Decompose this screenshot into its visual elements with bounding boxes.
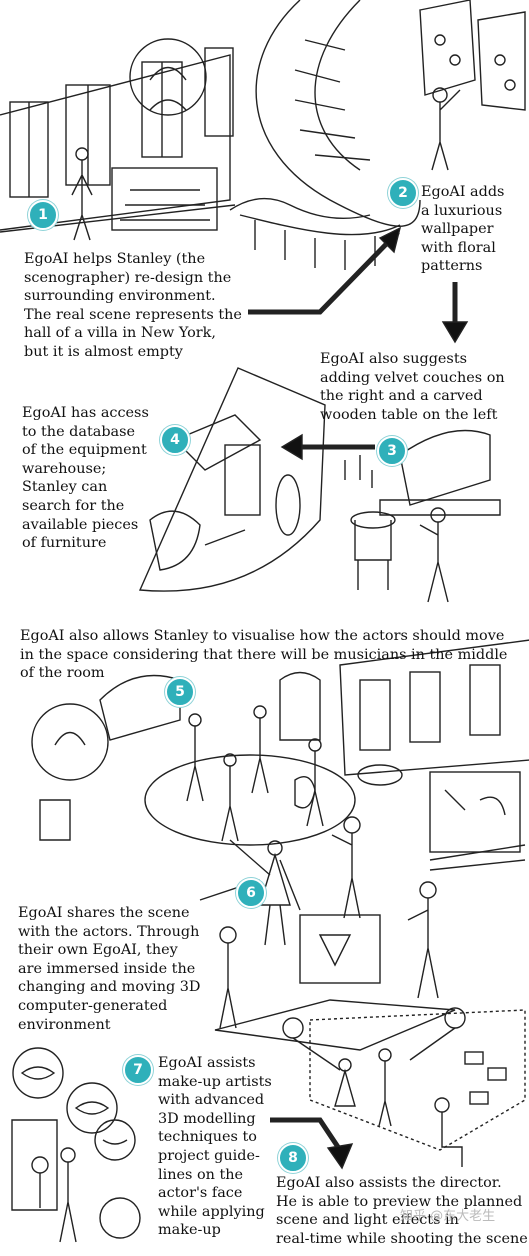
caption-step-4: EgoAI has access to the database of the … [22,405,149,552]
staircase [229,0,421,270]
arrow-to-2 [248,230,400,315]
step-badge-5: 5 [165,677,195,707]
wallpaper-panels [419,0,526,111]
step-badge-3: 3 [377,436,407,466]
makeup-scene [11,1047,141,1243]
caption-step-8: EgoAI also assists the director. He is a… [276,1175,528,1247]
warehouse-sector [138,367,326,592]
director-scene [270,1007,526,1170]
step-badge-8: 8 [278,1143,308,1173]
step-badge-2: 2 [388,178,418,208]
couch-and-table [344,429,501,590]
hologram-panel [111,167,218,231]
caption-step-7: EgoAI assists make-up artists with advan… [158,1055,272,1239]
caption-step-6: EgoAI shares the scene with the actors. … [18,905,201,1033]
stanley-portrait-circle [129,38,207,116]
watermark: 知乎 @东大老生 [400,1209,496,1224]
step-badge-1: 1 [28,200,58,230]
actors-scene [199,816,456,1051]
step-badge-6: 6 [236,878,266,908]
step-badge-4: 4 [160,425,190,455]
caption-step-1: EgoAI helps Stanley (the scenographer) r… [24,251,242,360]
caption-step-3: EgoAI also suggests adding velvet couche… [320,351,505,423]
caption-step-5: EgoAI also allows Stanley to visualise h… [20,628,508,682]
caption-step-2: EgoAI adds a luxurious wallpaper with fl… [421,184,505,275]
music-scene [31,639,529,871]
step-badge-7: 7 [123,1055,153,1085]
arrow-to-8 [270,1117,343,1152]
